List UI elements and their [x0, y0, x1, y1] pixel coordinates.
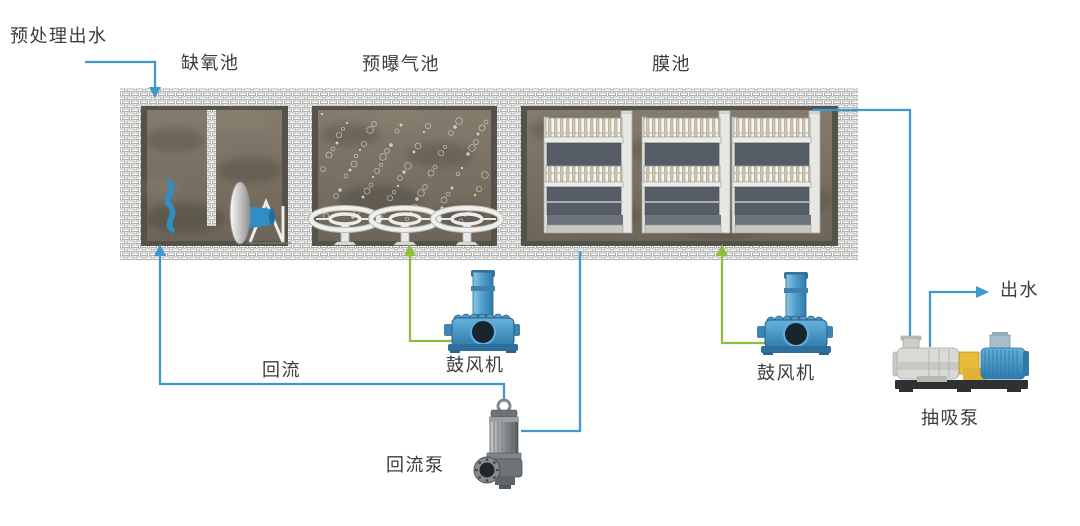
reflux-pump-icon [472, 398, 524, 491]
influent-pipe [85, 60, 157, 88]
arrow-up-icon [154, 244, 166, 256]
label-effluent: 出水 [1000, 280, 1039, 300]
membrane-module-rack [641, 110, 731, 234]
membrane-module-rack [731, 110, 821, 234]
blower-1-icon [443, 269, 521, 354]
air-pipe-1 [408, 256, 455, 343]
label-membrane-tank: 膜池 [652, 54, 691, 74]
pre-aeration-tank-water [318, 110, 491, 241]
arrow-up-icon [716, 244, 728, 256]
tank-brick-walls [120, 88, 858, 260]
label-suction-pump: 抽吸泵 [921, 408, 980, 428]
anoxic-partition-wall [207, 110, 216, 226]
blower-2-icon [756, 271, 834, 356]
label-reflux-pump: 回流泵 [386, 455, 445, 475]
pipes [85, 60, 989, 433]
label-blower-2: 鼓风机 [757, 363, 816, 383]
arrow-right-icon [976, 286, 989, 298]
anoxic-flow-wave-icon [164, 179, 176, 233]
label-blower-1: 鼓风机 [446, 355, 505, 375]
label-anoxic-tank: 缺氧池 [181, 53, 240, 73]
permeate-pipe [812, 108, 912, 338]
arrow-up-icon [404, 244, 416, 256]
air-pipe-2 [720, 256, 768, 345]
label-pre-aeration-tank: 预曝气池 [362, 54, 440, 74]
suction-pump-icon [892, 331, 1030, 393]
effluent-pipe [928, 290, 976, 347]
label-pretreated-influent: 预处理出水 [10, 26, 108, 46]
reflux-pipe [158, 256, 506, 401]
membrane-drain-pipe [521, 251, 582, 433]
label-reflux: 回流 [262, 360, 301, 380]
submersible-mixer-icon [229, 181, 292, 245]
membrane-module-rack [543, 110, 633, 234]
arrow-down-icon [149, 87, 161, 98]
